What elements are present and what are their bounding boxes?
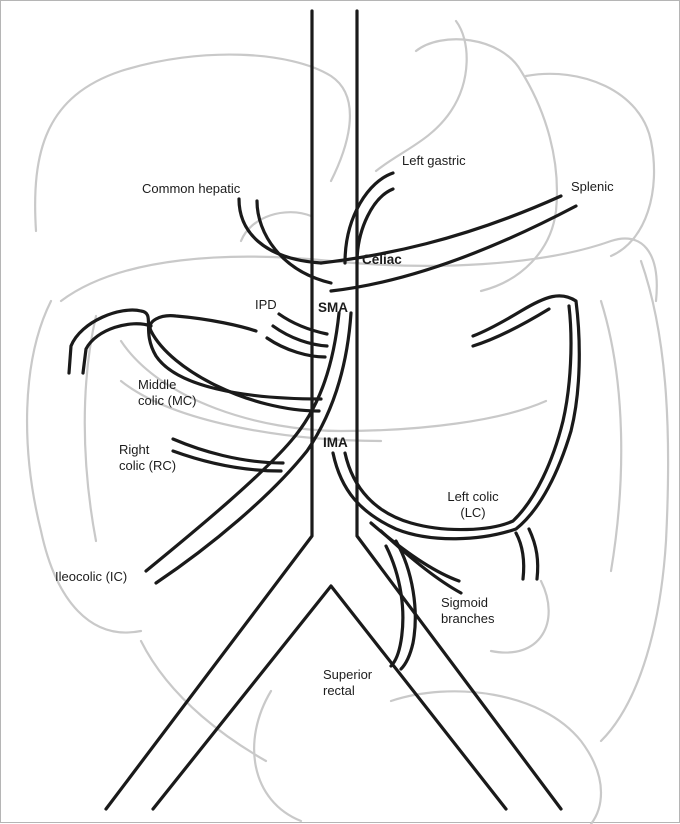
left-colic-descending-1 [516,533,524,579]
aorta-left-wall [106,11,312,809]
ipd-branch-2 [273,326,327,346]
spleen-outline [526,74,654,256]
sma-right [156,313,351,583]
common-hepatic-label: Common hepatic [142,181,240,197]
ipd-branch-1 [279,314,327,334]
left-colic-descending-2 [529,529,538,579]
splenic-label: Splenic [571,179,614,195]
right-colic [173,439,283,463]
common-hepatic-lower [257,201,331,283]
sigmoid-outline [491,581,549,653]
ipd-label: IPD [255,297,277,313]
descending-colon-outline [601,261,668,741]
right-colic-label: Right colic (RC) [119,442,176,474]
ileocolic-label: Ileocolic (IC) [55,569,127,585]
ima-label: IMA [323,435,348,451]
pelvic-outline-right [391,691,601,824]
descending-colon-inner [601,301,621,571]
left-colic-label: Left colic (LC) [433,489,513,521]
superior-rectal-label: Superior rectal [323,667,372,699]
left-gastric-outer [345,173,393,263]
stomach-inner [376,21,467,171]
left-colic-loop-inner [473,309,549,346]
celiac-label: Celiac [362,252,402,268]
liver-outline [35,55,350,231]
middle-colic-label: Middle colic (MC) [138,377,197,409]
rectum-outline [254,691,301,821]
sma-label: SMA [318,300,348,316]
pelvic-outline-left [141,641,266,761]
sigmoid-branches-label: Sigmoid branches [441,595,494,627]
aorta-right-wall [357,11,561,809]
superior-rectal-1 [386,546,403,666]
left-gastric-label: Left gastric [402,153,466,169]
ipd-branch-3 [267,338,325,357]
